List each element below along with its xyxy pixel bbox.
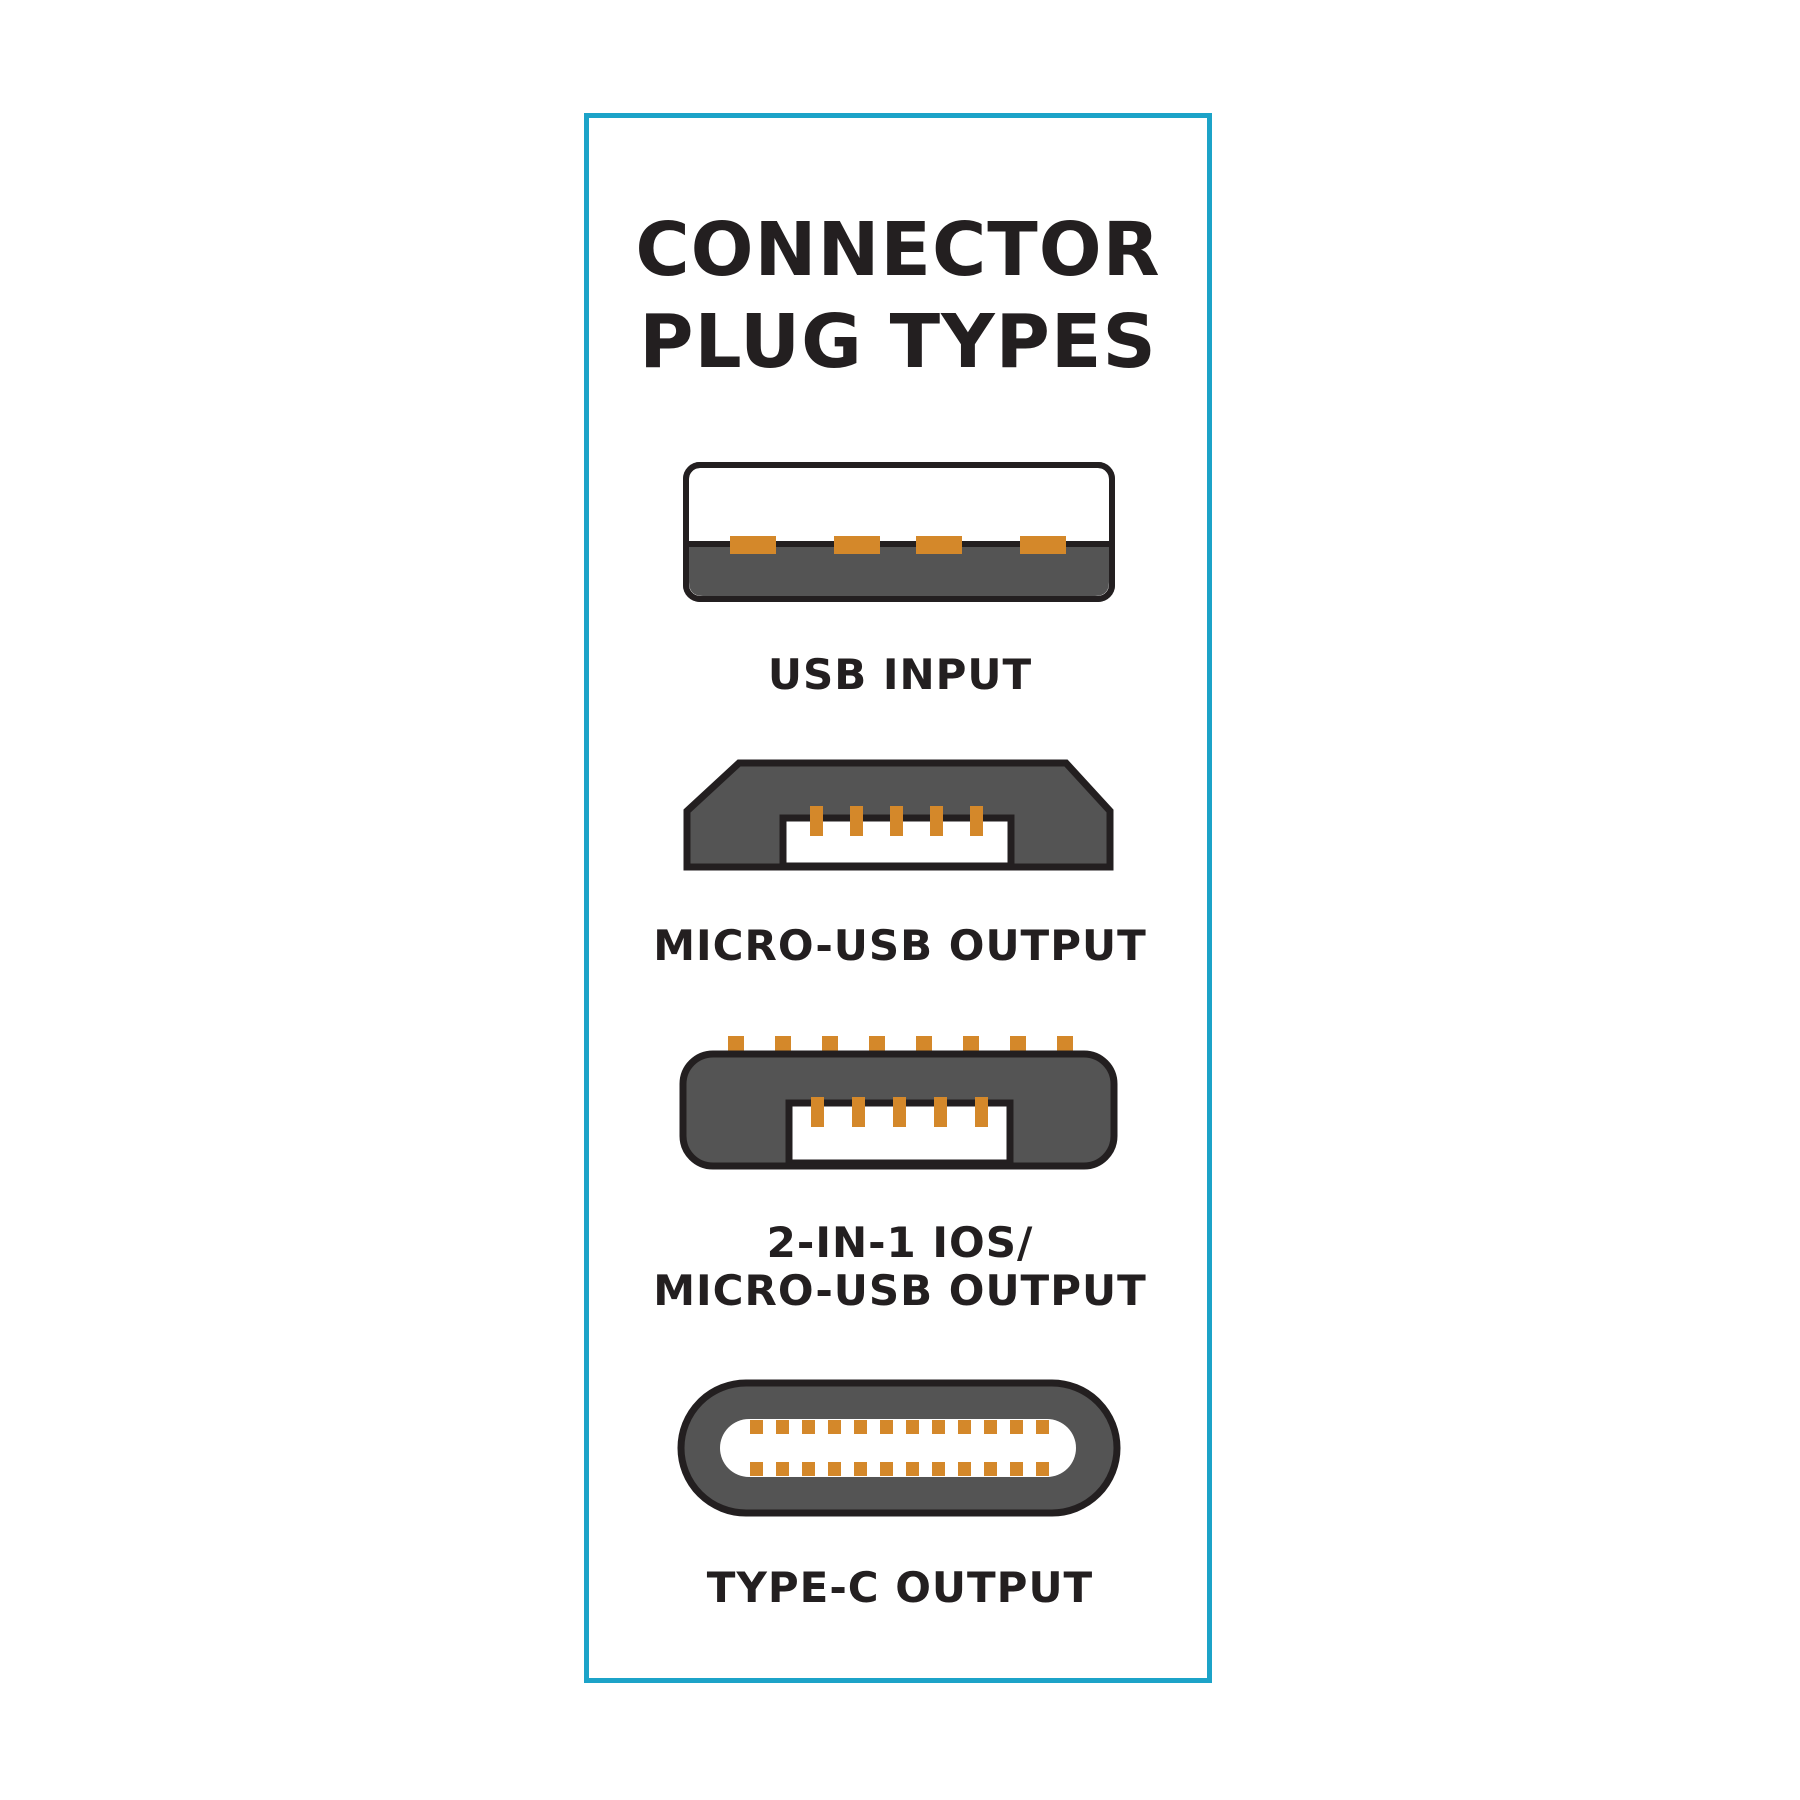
- label-type-c-output: TYPE-C OUTPUT: [0, 1564, 1800, 1612]
- label-2-in-1-ios-micro-usb-output: 2-IN-1 IOS/ MICRO-USB OUTPUT: [0, 1219, 1800, 1315]
- label-line: MICRO-USB OUTPUT: [653, 921, 1147, 970]
- connector-infographic-panel: CONNECTOR PLUG TYPES: [584, 113, 1212, 1683]
- label-line: TYPE-C OUTPUT: [706, 1563, 1094, 1612]
- label-line: MICRO-USB OUTPUT: [653, 1266, 1147, 1315]
- label-line: USB INPUT: [767, 650, 1033, 699]
- title-line-2: PLUG TYPES: [639, 299, 1157, 385]
- title-line-1: CONNECTOR: [635, 207, 1161, 293]
- label-usb-input: USB INPUT: [0, 651, 1800, 699]
- page-title: CONNECTOR PLUG TYPES: [589, 204, 1207, 388]
- label-micro-usb-output: MICRO-USB OUTPUT: [0, 922, 1800, 970]
- label-line: 2-IN-1 IOS/: [766, 1218, 1034, 1267]
